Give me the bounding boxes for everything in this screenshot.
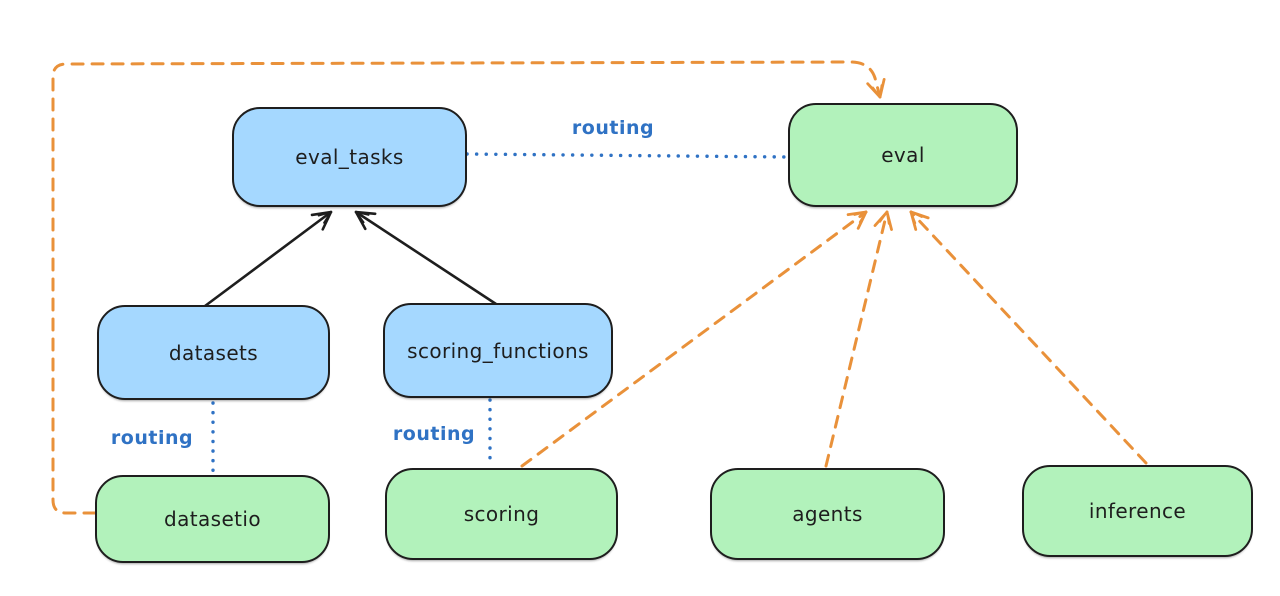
node-eval-tasks: eval_tasks (232, 107, 467, 207)
edge-eval-tasks-to-eval (465, 152, 790, 159)
edge-agents-to-eval (824, 210, 893, 468)
node-agents: agents (710, 468, 945, 560)
node-datasetio-label: datasetio (163, 507, 261, 531)
node-agents-label: agents (792, 502, 863, 526)
routing-label-eval-tasks-eval: routing (567, 117, 659, 139)
node-datasets: datasets (97, 305, 330, 400)
node-scoring: scoring (385, 468, 618, 560)
routing-label-datasets-datasetio: routing (106, 427, 198, 449)
edge-scoring-functions-to-eval-tasks (354, 210, 498, 306)
node-inference-label: inference (1088, 499, 1187, 523)
node-inference: inference (1022, 465, 1253, 557)
routing-label-scoring-functions-scoring: routing (388, 423, 480, 445)
node-eval-label: eval (881, 143, 925, 167)
node-datasets-label: datasets (168, 340, 259, 365)
node-eval-tasks-label: eval_tasks (295, 145, 404, 169)
edge-inference-to-eval (909, 210, 1148, 465)
node-scoring-label: scoring (463, 502, 540, 526)
edge-datasets-to-eval-tasks (203, 210, 333, 308)
node-scoring-functions-label: scoring_functions (407, 338, 589, 363)
node-scoring-functions: scoring_functions (383, 303, 613, 398)
node-datasetio: datasetio (95, 475, 330, 563)
node-eval: eval (788, 103, 1018, 207)
